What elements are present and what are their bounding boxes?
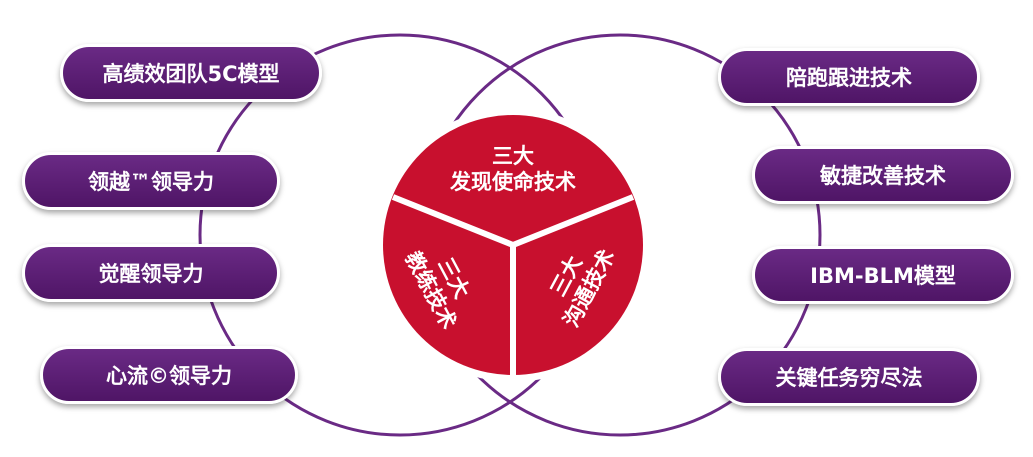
center-top-line2: 发现使命技术 (450, 170, 576, 195)
left-item-2: 领越™领导力 (22, 152, 280, 210)
right-item-1: 陪跑跟进技术 (718, 48, 980, 106)
divider-left (391, 194, 515, 248)
divider-right (511, 194, 635, 248)
left-item-3: 觉醒领导力 (22, 244, 280, 302)
left-item-4: 心流©领导力 (40, 346, 298, 404)
center-top-line1: 三大 (492, 144, 534, 168)
left-item-1: 高绩效团队5C模型 (60, 44, 322, 102)
right-item-3: IBM-BLM模型 (752, 246, 1014, 304)
center-top-label: 三大 发现使命技术 (413, 143, 613, 196)
right-item-2: 敏捷改善技术 (752, 146, 1014, 204)
right-item-4: 关键任务穷尽法 (718, 348, 980, 406)
